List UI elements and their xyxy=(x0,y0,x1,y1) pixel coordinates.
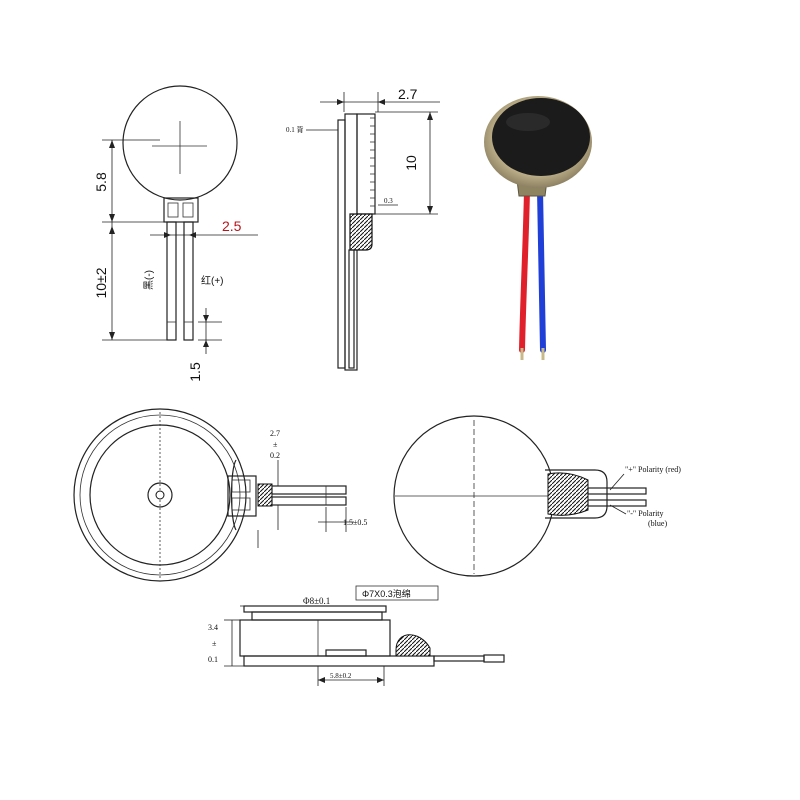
blue-wire xyxy=(537,187,546,353)
dim-5-8: 5.8 xyxy=(93,172,109,192)
section-solder-blob xyxy=(395,634,431,657)
top-front-view: 5.8 10±2 2.5 黑(-) 红(+) 1.5 xyxy=(93,85,258,382)
red-wire xyxy=(519,187,530,353)
dim-diameter-10: 10 xyxy=(403,155,419,171)
dim-lead-pitch-pm: ± xyxy=(273,440,278,449)
negative-polarity-color: (blue) xyxy=(648,519,667,528)
lead-black xyxy=(166,221,177,341)
lead-red xyxy=(183,221,194,341)
dim-strip-tolerance: 1.5±0.5 xyxy=(343,518,367,527)
photo-disc-face xyxy=(492,98,590,176)
terminal-tab xyxy=(163,197,199,223)
foam-note: Φ7X0.3泡绵 xyxy=(362,588,411,599)
section-lead xyxy=(433,655,485,662)
dim-lead-pitch: 2.7 xyxy=(270,429,280,438)
foam-layer xyxy=(251,611,383,621)
side-lead xyxy=(348,249,355,369)
label-black-negative: 黑(-) xyxy=(143,270,155,290)
dim-pitch: 2.5 xyxy=(222,218,242,234)
center-hub xyxy=(147,482,173,508)
positive-polarity-label: "+" Polarity (red) xyxy=(625,465,681,474)
dim-strip-length: 1.5 xyxy=(187,362,203,382)
motor-body-outline xyxy=(122,85,238,201)
side-solder-blob xyxy=(349,213,373,251)
dim-lead-pitch-tol: 0.2 xyxy=(270,451,280,460)
negative-polarity-label: "-" Polarity xyxy=(627,509,664,518)
dim-total-thickness: 3.4 xyxy=(208,623,218,632)
outer-rim xyxy=(73,408,247,582)
dim-total-thickness-pm: ± xyxy=(212,639,217,648)
dim-thickness: 2.7 xyxy=(398,86,418,102)
dim-lead-length: 10±2 xyxy=(93,267,109,298)
label-red-positive: 红(+) xyxy=(201,274,224,287)
side-view: 2.7 0.1 背 10 0.3 xyxy=(286,86,440,371)
side-housing xyxy=(356,113,376,215)
positive-lead xyxy=(587,487,647,495)
bottom-left-view: 2.7 ± 0.2 1.5±0.5 xyxy=(73,408,367,582)
dim-total-thickness-tol: 0.1 xyxy=(208,655,218,664)
dim-top-note: 0.1 背 xyxy=(286,125,304,134)
side-base-plate xyxy=(337,119,346,369)
dim-gap: 0.3 xyxy=(384,197,393,205)
solder-blob xyxy=(547,472,589,516)
base-plate xyxy=(243,655,435,667)
lead-upper xyxy=(271,485,347,495)
bottom-right-view: "+" Polarity (red) "-" Polarity (blue) xyxy=(393,415,681,577)
housing-ticks xyxy=(370,117,375,207)
dim-diameter-8: Φ8±0.1 xyxy=(303,596,330,606)
motor-photo xyxy=(460,80,610,380)
foam-note-box xyxy=(355,585,439,601)
terminal-pad xyxy=(227,475,257,517)
motor-section-body xyxy=(239,619,391,657)
dim-base-length: 5.8±0.2 xyxy=(330,672,352,680)
lead-lower xyxy=(271,496,347,506)
section-view: Φ8±0.1 Φ7X0.3泡绵 3.4 ± 0.1 5.8±0.2 xyxy=(208,585,505,686)
negative-lead xyxy=(587,499,647,507)
